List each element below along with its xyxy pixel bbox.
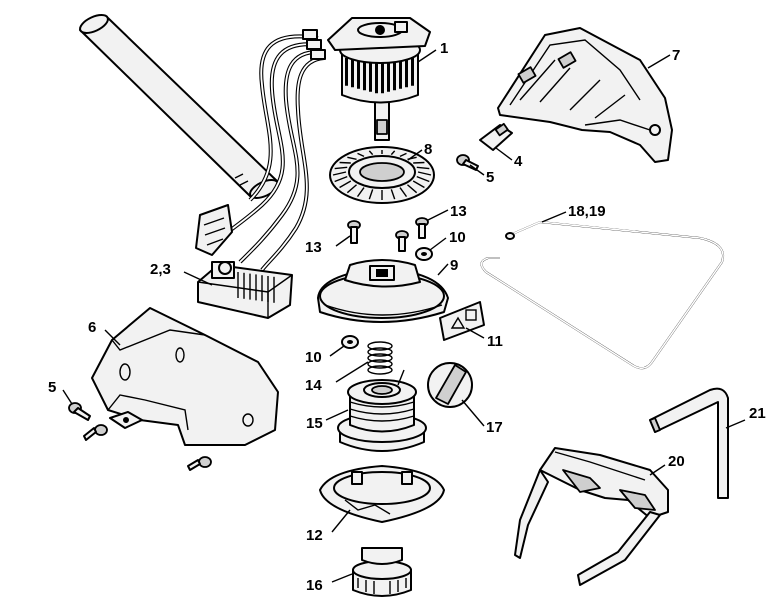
label-10-upper: 10 (449, 229, 466, 246)
callout-labels: 1 7 8 4 5 13 10 13 18,19 2,3 9 11 10 14 … (48, 40, 766, 594)
fan-tooth (390, 189, 396, 200)
fan-tooth (356, 187, 365, 198)
motor-fin (375, 58, 378, 94)
label-5-lower: 5 (48, 379, 56, 396)
washer-lower (341, 335, 359, 349)
housing (497, 27, 673, 163)
fan-tooth (399, 187, 408, 198)
fan-tooth (412, 180, 425, 189)
fan-tooth (368, 189, 374, 200)
hub-base (317, 259, 449, 323)
label-15: 15 (306, 415, 323, 432)
loop-handle (480, 221, 724, 370)
fan-tooth (339, 161, 351, 164)
label-5-upper: 5 (486, 169, 494, 186)
motor (327, 17, 431, 141)
fan-tooth (347, 156, 357, 160)
label-6: 6 (88, 319, 96, 336)
label-16: 16 (306, 577, 323, 594)
screw-set-13 (347, 217, 429, 252)
label-4: 4 (514, 153, 523, 170)
fan-tooth (332, 171, 347, 176)
label-1: 1 (440, 40, 448, 57)
wiring-harness (195, 29, 326, 272)
motor-fin (399, 58, 402, 89)
fan-ring (329, 146, 435, 204)
motor-fin (357, 58, 360, 89)
fan-tooth (368, 150, 374, 156)
spring (367, 341, 393, 375)
screw-lower-a (68, 402, 91, 421)
warning-label (439, 301, 485, 341)
tap-knob (352, 547, 412, 597)
motor-fin (345, 58, 348, 86)
motor-fin (393, 58, 396, 91)
motor-fin (411, 58, 414, 86)
motor-fin (387, 58, 390, 92)
label-13-upper: 13 (450, 203, 467, 220)
spool-cover (319, 465, 445, 523)
fan-tooth (390, 150, 396, 156)
label-21: 21 (749, 405, 766, 422)
fan-tooth (339, 180, 352, 189)
label-13-lower: 13 (305, 239, 322, 256)
label-11: 11 (487, 333, 503, 350)
motor-fin (405, 58, 408, 88)
fan-tooth (399, 152, 407, 158)
label-2-3: 2,3 (150, 261, 171, 278)
screw-lower-b (83, 424, 108, 441)
motor-fin (381, 58, 384, 94)
fan-tooth (406, 184, 418, 194)
label-17: 17 (486, 419, 503, 436)
screw-lower-c (187, 456, 212, 471)
fan-tooth (334, 176, 348, 183)
fan-tooth (413, 161, 425, 164)
motor-fin (369, 58, 372, 92)
hex-wrench (649, 387, 729, 499)
label-10-lower: 10 (305, 349, 322, 366)
label-8: 8 (424, 141, 432, 158)
fan-tooth (346, 184, 358, 194)
motor-fin (363, 58, 366, 91)
leader-lines (62, 49, 746, 583)
small-insert (479, 122, 513, 151)
label-12: 12 (306, 527, 323, 544)
label-14: 14 (305, 377, 322, 394)
fan-tooth (416, 166, 430, 170)
label-20: 20 (668, 453, 685, 470)
fan-tooth (357, 152, 365, 158)
label-7: 7 (672, 47, 680, 64)
safety-glasses (514, 447, 669, 586)
electronic-module (197, 261, 293, 319)
shaft-tube (79, 14, 279, 199)
motor-fin (351, 58, 354, 88)
line-detail (427, 362, 473, 408)
label-18-19: 18,19 (568, 203, 606, 220)
label-9: 9 (450, 257, 458, 274)
washer-upper (415, 247, 433, 261)
fan-tooth (417, 171, 432, 176)
fan-tooth (416, 176, 430, 183)
deflector-guard (91, 307, 279, 446)
line-spool (337, 369, 427, 452)
fan-tooth (334, 166, 348, 170)
